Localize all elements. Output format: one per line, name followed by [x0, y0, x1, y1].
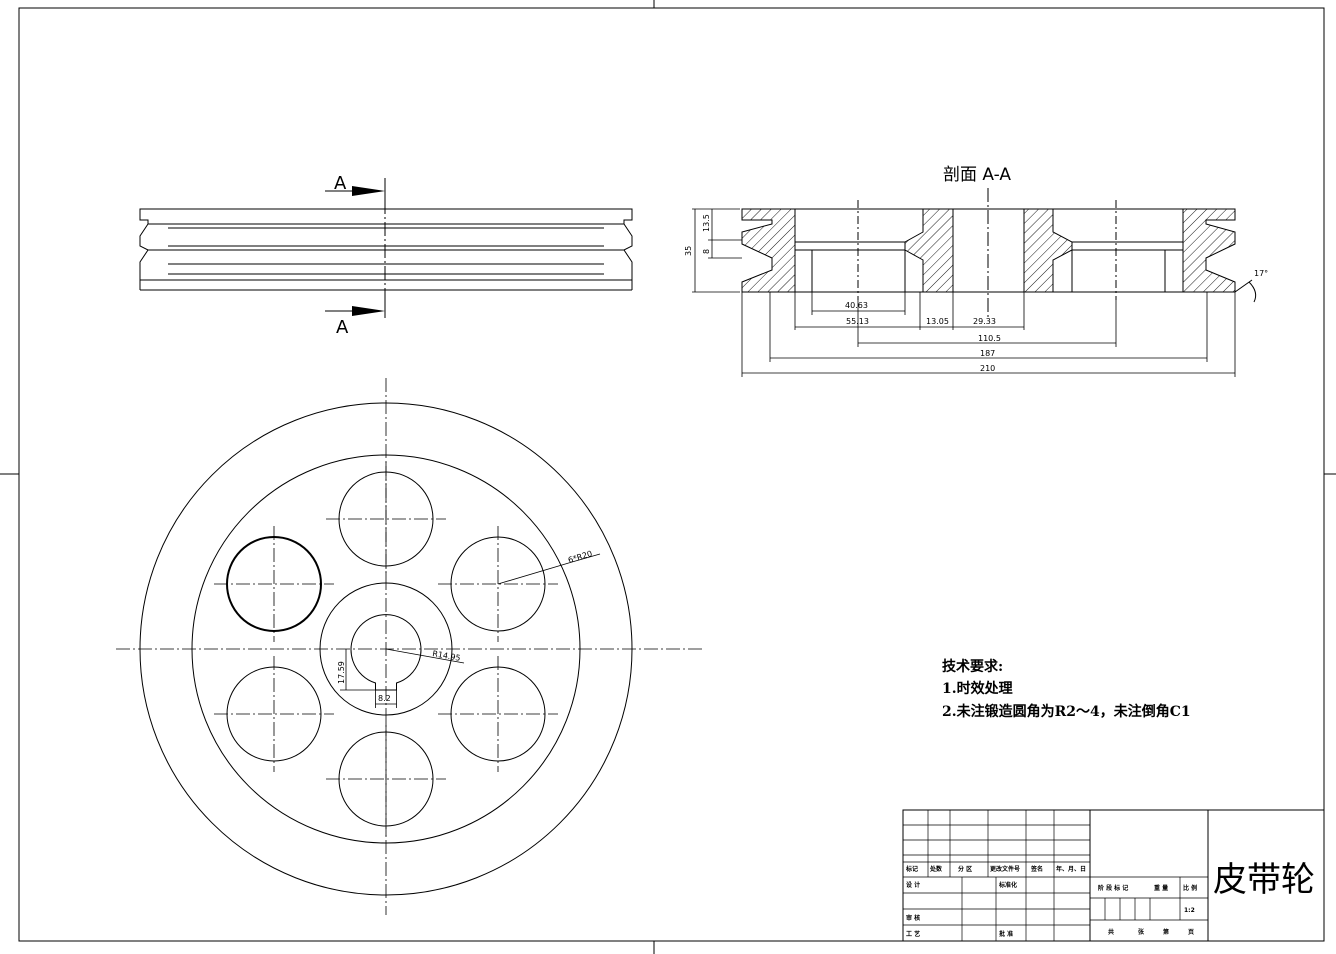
bore-radius: R14.95 — [432, 649, 462, 663]
tb-scale-value: 1:2 — [1184, 907, 1195, 914]
dim-13-05: 13.05 — [926, 317, 949, 326]
dim-29-33: 29.33 — [973, 317, 996, 326]
dim-35: 35 — [684, 246, 693, 256]
section-arrow-top — [325, 186, 386, 200]
vertical-dimensions — [692, 208, 742, 293]
dim-13-5: 13.5 — [702, 214, 711, 232]
top-view — [139, 178, 633, 318]
tb-standardize: 标准化 — [998, 881, 1017, 889]
horizontal-dimensions — [741, 292, 1236, 377]
tb-ratio: 比 例 — [1183, 884, 1197, 892]
tb-page: 页 — [1188, 928, 1194, 936]
tb-review: 审 核 — [906, 914, 920, 922]
tb-count: 处数 — [929, 865, 943, 873]
title-block — [902, 809, 1325, 942]
dim-55-13: 55.13 — [846, 317, 869, 326]
dim-187: 187 — [980, 349, 995, 358]
dim-40-63: 40.63 — [845, 301, 868, 310]
tech-note-2: 2.未注锻造圆角为R2～4，未注倒角C1 — [942, 703, 1191, 720]
key-height: 17.59 — [337, 661, 346, 684]
tb-mark: 标记 — [905, 865, 918, 873]
tb-approve: 批 准 — [999, 930, 1013, 938]
section-arrow-bottom — [325, 302, 386, 316]
tb-process: 工 艺 — [906, 930, 920, 938]
bore-with-keyway — [350, 614, 422, 691]
tb-sheets: 张 — [1138, 928, 1145, 936]
dim-210: 210 — [980, 364, 995, 373]
tb-design: 设 计 — [906, 881, 920, 889]
tb-change-doc: 更改文件号 — [990, 865, 1020, 873]
holes-callout: 6*R20 — [567, 549, 593, 565]
tb-stage: 阶 段 标 记 — [1098, 884, 1128, 892]
dim-110-5: 110.5 — [978, 334, 1001, 343]
section-title: 剖面 A-A — [943, 165, 1011, 185]
tb-weight: 重 量 — [1154, 884, 1168, 892]
front-view — [116, 378, 702, 915]
tb-total: 共 — [1108, 928, 1114, 936]
tb-signature: 签名 — [1030, 865, 1043, 873]
part-name: 皮带轮 — [1213, 860, 1315, 900]
tech-note-1: 1.时效处理 — [942, 680, 1013, 697]
tb-number: 第 — [1162, 928, 1169, 936]
section-label-top: A — [334, 173, 347, 194]
tb-zone: 分 区 — [958, 865, 972, 873]
tb-date: 年、月、日 — [1056, 865, 1086, 873]
section-label-bottom: A — [336, 317, 349, 338]
dim-angle: 17° — [1254, 269, 1268, 278]
key-width: 8.2 — [378, 694, 391, 703]
tech-notes-title: 技术要求: — [942, 658, 1003, 675]
dim-8: 8 — [702, 249, 711, 254]
section-view — [741, 188, 1257, 320]
